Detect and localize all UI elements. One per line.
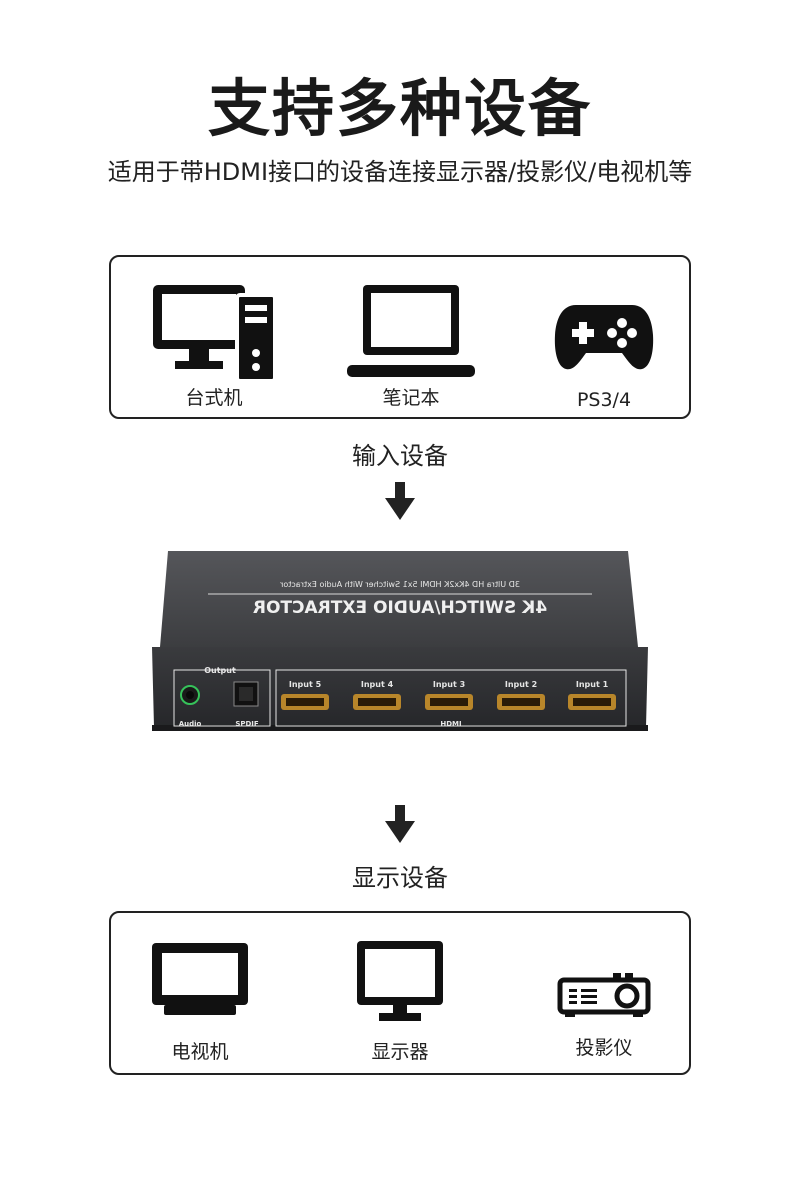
device-label: 台式机 xyxy=(185,387,243,409)
hdmi-group-label: HDMI xyxy=(440,720,461,728)
svg-text:Input 3: Input 3 xyxy=(433,680,465,689)
input-devices-caption: 输入设备 xyxy=(352,442,448,470)
svg-text:Input 2: Input 2 xyxy=(505,680,537,689)
tv-icon xyxy=(152,943,248,1015)
device-label: 显示器 xyxy=(371,1041,429,1063)
device-label: 笔记本 xyxy=(382,387,440,409)
hdmi-switch-device: 4K SWITCH/AUDIO EXTRACTOR 3D Ultra HD 4K… xyxy=(150,549,650,734)
hdmi-input-4: Input 4 xyxy=(353,680,401,710)
output-devices-panel: 电视机 显示器 投影仪 xyxy=(109,911,691,1075)
arrow-down-icon xyxy=(385,482,415,520)
monitor-icon xyxy=(357,941,443,1021)
arrow-down-icon xyxy=(385,805,415,843)
spdif-label: SPDIF xyxy=(235,720,259,728)
page-subtitle: 适用于带HDMI接口的设备连接显示器/投影仪/电视机等 xyxy=(107,158,693,186)
device-laptop: 笔记本 xyxy=(336,281,486,410)
device-projector: 投影仪 xyxy=(539,973,669,1060)
page-title: 支持多种设备 xyxy=(207,72,592,145)
projector-icon xyxy=(557,973,651,1017)
hdmi-input-1: Input 1 xyxy=(568,680,616,710)
output-label: Output xyxy=(204,666,236,675)
device-label: PS3/4 xyxy=(576,389,632,411)
output-devices-caption: 显示设备 xyxy=(352,864,448,892)
audio-label: Audio xyxy=(179,720,202,728)
device-game-console: PS3/4 xyxy=(539,301,669,411)
gamepad-icon xyxy=(554,305,654,370)
svg-text:Input 4: Input 4 xyxy=(361,680,394,689)
hdmi-input-3: Input 3 xyxy=(425,680,473,710)
svg-text:Input 1: Input 1 xyxy=(576,680,609,689)
device-desktop: 台式机 xyxy=(149,281,279,410)
hdmi-input-2: Input 2 xyxy=(497,680,545,710)
laptop-icon xyxy=(347,285,475,377)
svg-text:Input 5: Input 5 xyxy=(289,680,322,689)
device-model-text: 4K SWITCH/AUDIO EXTRACTOR xyxy=(253,598,547,618)
desktop-computer-icon xyxy=(153,285,277,383)
device-label: 投影仪 xyxy=(575,1037,633,1059)
device-tv: 电视机 xyxy=(135,941,265,1064)
hdmi-input-5: Input 5 xyxy=(281,680,329,710)
device-tagline-text: 3D Ultra HD 4Kx2K HDMI 5x1 Switcher With… xyxy=(279,580,520,589)
device-label: 电视机 xyxy=(171,1041,229,1063)
device-monitor: 显示器 xyxy=(335,939,465,1064)
input-devices-panel: 台式机 笔记本 PS3/4 xyxy=(109,255,691,419)
hdmi-switch-illustration: 4K SWITCH/AUDIO EXTRACTOR 3D Ultra HD 4K… xyxy=(152,551,648,731)
